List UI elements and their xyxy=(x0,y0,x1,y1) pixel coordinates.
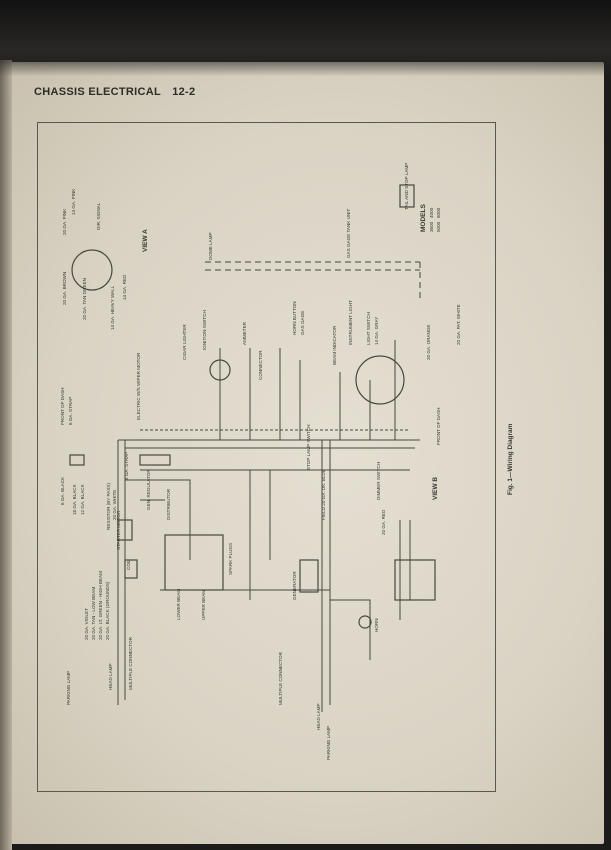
instrument-cluster-b xyxy=(355,355,405,405)
label-resistor: RESISTOR (BY PASS) xyxy=(106,483,111,530)
label-generator-regulator: GEN. REGULATOR xyxy=(146,469,151,510)
label-stop-lamp-switch: STOP LAMP SWITCH xyxy=(306,425,311,470)
label-dimmer-switch: DIMMER SWITCH xyxy=(376,462,381,500)
regulator-box xyxy=(139,454,171,466)
starter-box xyxy=(117,519,133,541)
figure-caption: Fig. 1—Wiring Diagram xyxy=(507,423,514,495)
page-header: CHASSIS ELECTRICAL 12-2 xyxy=(34,86,195,98)
label-field: FIELD 20 GA. DK. BLUE xyxy=(321,469,326,520)
label-orange: 20 GA. ORANGE xyxy=(426,325,431,361)
label-distributor: DISTRIBUTOR xyxy=(166,488,171,520)
label-black-grounds: 20 GA. BLACK (GROUNDS) xyxy=(105,581,110,640)
label-violet-left: 20 GA. VIOLET xyxy=(84,608,89,640)
label-gas-gage-tank: GAS GAGE TANK UNIT xyxy=(346,208,351,258)
label-tail-stop: TAIL AND STOP LAMP xyxy=(404,163,409,210)
label-headlamp-right: HEAD LAMP xyxy=(316,703,321,730)
label-electric-wiper: ELECTRIC W/S WIPER MOTOR xyxy=(136,352,141,420)
label-tan-green: 20 GA. TAN GREEN xyxy=(82,278,87,320)
tail-lamp-symbol xyxy=(399,184,415,208)
view-a-label: VIEW A xyxy=(142,229,149,252)
label-dir-signal: DIR. SIGNAL xyxy=(96,202,101,230)
label-pat-white: 20 GA. PAT. WHITE xyxy=(456,304,461,345)
label-gas-gage-dash: GAS GAGE xyxy=(300,311,305,335)
models-title: MODELS xyxy=(420,204,427,232)
label-pink-20: 20 GA. PINK xyxy=(62,208,67,235)
model-value: 4000 xyxy=(429,207,434,218)
label-gray-14: 14 GA. GRAY xyxy=(374,317,379,345)
view-b-switch xyxy=(394,559,436,601)
section-title: CHASSIS ELECTRICAL xyxy=(34,86,161,98)
engine-wire-1 xyxy=(125,479,191,560)
label-starter-motor: STARTER MOTOR xyxy=(116,510,121,550)
label-connector: CONNECTOR xyxy=(258,350,263,380)
model-value: 3600 xyxy=(429,221,434,232)
label-ignition-switch: IGNITION SWITCH xyxy=(202,310,207,350)
label-coil: COIL xyxy=(126,559,131,570)
label-multiple-connector-right: MULTIPLE CONNECTOR xyxy=(278,651,283,705)
label-red-20: 20 GA. RED xyxy=(381,509,386,535)
view-b-label: VIEW B xyxy=(432,477,439,500)
model-value: 6000 xyxy=(436,207,441,218)
coil-box xyxy=(124,559,138,579)
label-ltgreen-high-beam: 20 GA. LT. GREEN - HIGH BEAM xyxy=(98,571,103,640)
label-upper-beam: UPPER BEAM xyxy=(201,590,206,620)
label-parking-lamp-right: PARKING LAMP xyxy=(326,726,331,760)
distributor-box xyxy=(164,534,224,591)
label-light-switch: LIGHT SWITCH xyxy=(366,312,371,345)
label-lower-beam: LOWER BEAM xyxy=(176,589,181,620)
label-brown-20: 20 GA. BROWN xyxy=(62,272,67,305)
label-instrument-light: INSTRUMENT LIGHT xyxy=(348,300,353,345)
label-generator: GENERATOR xyxy=(292,571,297,600)
label-multiple-connector-left: MULTIPLE CONNECTOR xyxy=(128,636,133,690)
label-black-12: 12 GA. BLACK xyxy=(80,483,85,515)
label-strap-mid: 4 GA. STRAP xyxy=(124,452,129,480)
label-strap-top: 6 GA. STRAP xyxy=(68,397,73,425)
label-front-of-dash-top: FRONT OF DASH xyxy=(60,388,65,425)
label-white-20: 20 GA. WHITE xyxy=(112,490,117,520)
label-spark-plugs: SPARK PLUGS xyxy=(228,543,233,575)
view-a-dir-signal-switch xyxy=(71,249,113,291)
battery-box xyxy=(69,454,85,466)
model-value: 5000 xyxy=(436,221,441,232)
label-black-18: 18 GA. BLACK xyxy=(72,483,77,515)
label-tan-low-beam: 20 GA. TAN - LOW BEAM xyxy=(91,587,96,640)
label-headlamp-left: HEAD LAMP xyxy=(108,663,113,690)
page-number: 12-2 xyxy=(172,86,196,98)
label-cigar-lighter: CIGAR LIGHTER xyxy=(182,324,187,360)
engine-wire-6 xyxy=(330,599,371,660)
horn-symbol xyxy=(358,615,372,629)
generator-box xyxy=(299,559,319,593)
label-horn: HORN xyxy=(374,618,379,632)
label-front-of-dash-bottom: FRONT OF DASH xyxy=(436,408,441,445)
instrument-cluster-a xyxy=(209,359,231,381)
label-pink-14: 14 GA. PINK xyxy=(71,188,76,215)
label-ammeter: AMMETER xyxy=(242,321,247,345)
label-red-14: 14 GA. RED xyxy=(122,274,127,300)
label-black-6: 6 GA. BLACK xyxy=(60,476,65,505)
label-dome-lamp: DOME LAMP xyxy=(208,232,213,260)
label-horn-button: HORN BUTTON xyxy=(292,301,297,335)
label-parking-lamp-left: PARKING LAMP xyxy=(66,671,71,705)
label-heavy-wall: 14 GA. HEAVY WALL xyxy=(110,285,115,330)
label-beam-indicator: BEAM INDICATOR xyxy=(332,325,337,365)
diagram-frame xyxy=(37,122,496,792)
